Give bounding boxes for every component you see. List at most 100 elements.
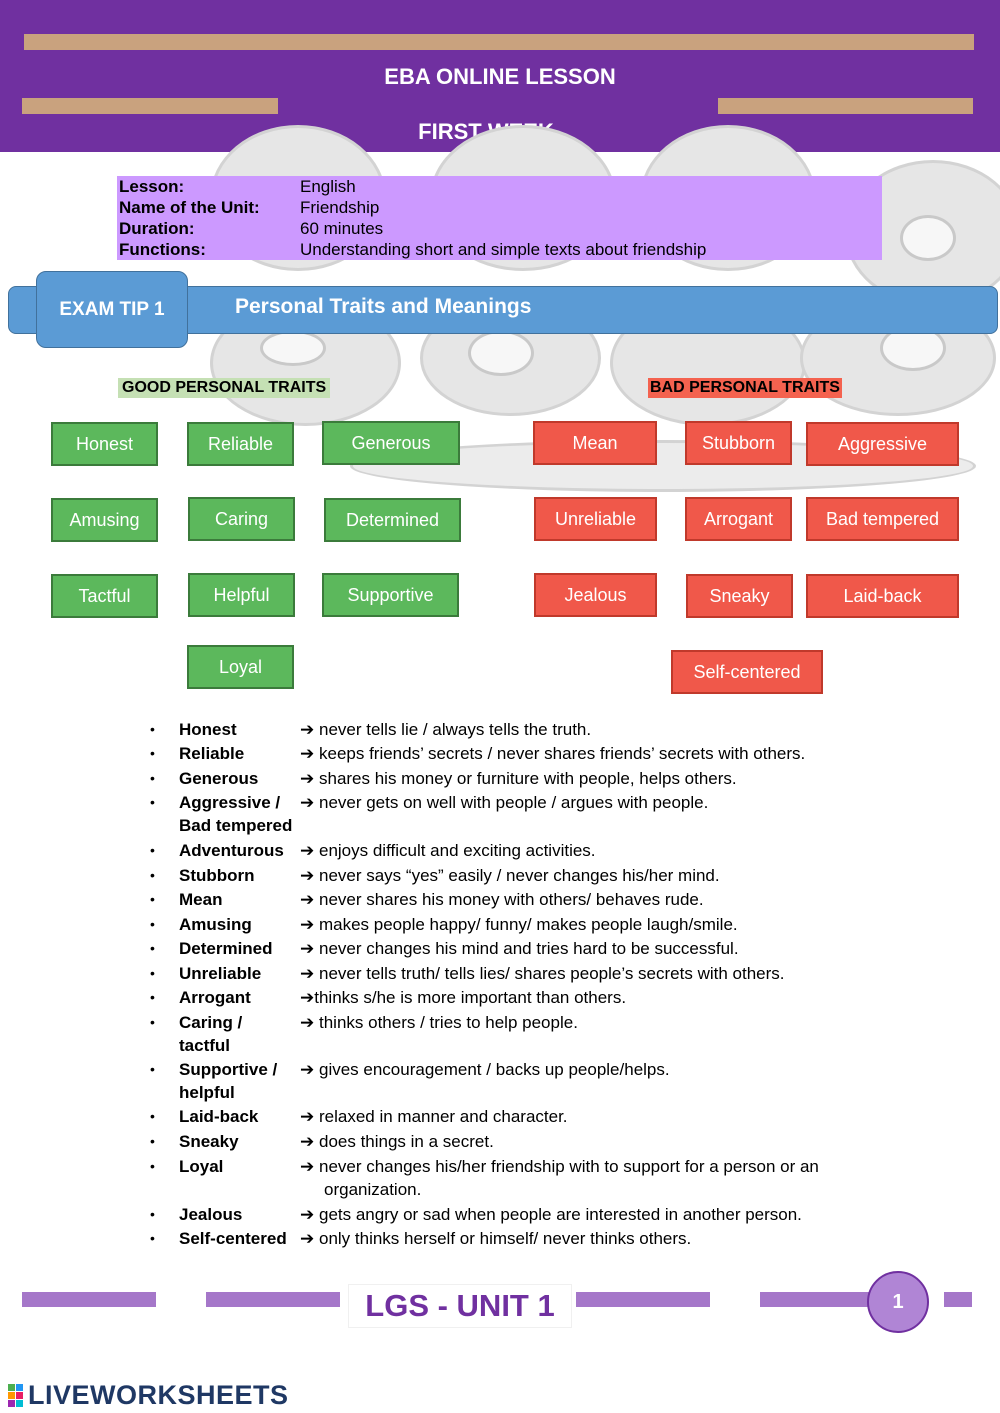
info-label: Name of the Unit: <box>119 198 260 217</box>
definition-term: Unreliable <box>179 964 262 983</box>
good-trait-box: Generous <box>322 421 460 465</box>
bullet: • <box>150 1061 155 1077</box>
bad-trait-box: Unreliable <box>534 497 657 541</box>
definition-body: gives encouragement / backs up people/he… <box>318 1060 670 1079</box>
bullet: • <box>150 794 155 810</box>
arrow-icon: ➔ <box>300 769 315 788</box>
bullet: • <box>150 891 155 907</box>
bad-trait-box: Arrogant <box>685 497 792 541</box>
definition-term-continued: tactful <box>179 1036 230 1055</box>
definition-text: ➔ shares his money or furniture with peo… <box>300 767 860 790</box>
definition-text: ➔ keeps friends’ secrets / never shares … <box>300 742 860 765</box>
definition-text: ➔ does things in a secret. <box>300 1130 860 1153</box>
definition-term: Arrogant <box>179 988 251 1007</box>
good-trait-box: Helpful <box>188 573 295 617</box>
definition-term: Mean <box>179 890 223 909</box>
bullet: • <box>150 989 155 1005</box>
footer-decor-bar <box>576 1292 710 1307</box>
page-number: 1 <box>867 1271 929 1333</box>
definition-body: never gets on well with people / argues … <box>318 793 709 812</box>
bad-traits-heading: BAD PERSONAL TRAITS <box>648 378 842 398</box>
bad-trait-box: Bad tempered <box>806 497 959 541</box>
definition-term: Reliable <box>179 744 245 763</box>
bad-trait-box: Self-centered <box>671 650 823 694</box>
definition-term: Supportive / <box>179 1060 278 1079</box>
definition-body-continued: organization. <box>324 1180 422 1199</box>
definition-term: Generous <box>179 769 259 788</box>
definition-term: Stubborn <box>179 866 255 885</box>
face-eye-icon <box>468 330 534 376</box>
header-decor-bar <box>24 34 974 50</box>
definition-text: ➔ thinks others / tries to help people. <box>300 1011 860 1034</box>
definition-text: ➔ never changes his/her friendship with … <box>300 1155 860 1178</box>
bullet: • <box>150 1230 155 1246</box>
definition-term: Adventurous <box>179 841 284 860</box>
good-trait-box: Tactful <box>51 574 158 618</box>
definition-body: thinks others / tries to help people. <box>318 1013 578 1032</box>
arrow-icon: ➔ <box>300 1107 315 1126</box>
arrow-icon: ➔ <box>300 841 315 860</box>
definition-term: Loyal <box>179 1157 224 1176</box>
arrow-icon: ➔ <box>300 793 315 812</box>
arrow-icon: ➔ <box>300 866 315 885</box>
definition-term: Laid-back <box>179 1107 259 1126</box>
header-decor-bar <box>22 98 278 114</box>
definition-text: ➔ never tells lie / always tells the tru… <box>300 718 860 741</box>
definition-body: never changes his mind and tries hard to… <box>318 939 739 958</box>
bullet: • <box>150 916 155 932</box>
definition-term-continued: helpful <box>179 1083 235 1102</box>
arrow-icon: ➔ <box>300 915 315 934</box>
info-label: Duration: <box>119 219 195 238</box>
face-eye-icon <box>260 330 326 366</box>
bullet: • <box>150 1014 155 1030</box>
definition-text: ➔ enjoys difficult and exciting activiti… <box>300 839 860 862</box>
info-value: Understanding short and simple texts abo… <box>300 240 707 259</box>
definition-text: ➔ never gets on well with people / argue… <box>300 791 860 814</box>
definition-term: Caring / <box>179 1013 243 1032</box>
liveworksheets-logo-icon <box>8 1384 23 1407</box>
definition-term: Jealous <box>179 1205 243 1224</box>
footer-decor-bar <box>22 1292 156 1307</box>
bad-trait-box: Stubborn <box>685 421 792 465</box>
arrow-icon: ➔ <box>300 890 315 909</box>
bullet: • <box>150 1206 155 1222</box>
definition-body: never tells truth/ tells lies/ shares pe… <box>318 964 785 983</box>
good-trait-box: Reliable <box>187 422 294 466</box>
exam-tip-label: EXAM TIP 1 <box>36 271 188 348</box>
bad-trait-box: Aggressive <box>806 422 959 466</box>
good-trait-box: Supportive <box>322 573 459 617</box>
bullet: • <box>150 745 155 761</box>
arrow-icon: ➔ <box>300 939 315 958</box>
definition-text: ➔thinks s/he is more important than othe… <box>300 986 860 1009</box>
face-eye-icon <box>900 215 956 261</box>
definition-text: ➔ never shares his money with others/ be… <box>300 888 860 911</box>
definition-text: ➔ only thinks herself or himself/ never … <box>300 1227 860 1250</box>
definition-term-continued: Bad tempered <box>179 816 293 835</box>
definition-text: ➔ gets angry or sad when people are inte… <box>300 1203 860 1226</box>
footer-decor-bar <box>760 1292 894 1307</box>
definition-text: ➔ never tells truth/ tells lies/ shares … <box>300 962 860 985</box>
arrow-icon: ➔ <box>300 1229 315 1248</box>
definition-body: enjoys difficult and exciting activities… <box>318 841 596 860</box>
info-label: Functions: <box>119 240 206 259</box>
definition-body: thinks s/he is more important than other… <box>314 988 627 1007</box>
lesson-info-box: Lesson: English Name of the Unit: Friend… <box>117 176 882 260</box>
definition-body: relaxed in manner and character. <box>318 1107 568 1126</box>
definition-body: never says “yes” easily / never changes … <box>318 866 720 885</box>
arrow-icon: ➔ <box>300 964 315 983</box>
arrow-icon: ➔ <box>300 988 315 1007</box>
liveworksheets-logo-text: LIVEWORKSHEETS <box>28 1380 289 1410</box>
bad-trait-box: Laid-back <box>806 574 959 618</box>
definition-text: ➔ relaxed in manner and character. <box>300 1105 860 1128</box>
definition-body: gets angry or sad when people are intere… <box>318 1205 802 1224</box>
footer-decor-bar <box>944 1292 972 1307</box>
definition-text: ➔ never says “yes” easily / never change… <box>300 864 860 887</box>
header-title: EBA ONLINE LESSON <box>384 64 616 89</box>
liveworksheets-logo[interactable]: LIVEWORKSHEETS <box>8 1380 289 1411</box>
definition-body: shares his money or furniture with peopl… <box>318 769 737 788</box>
info-value: 60 minutes <box>300 219 384 238</box>
bullet: • <box>150 721 155 737</box>
exam-tip-title: Personal Traits and Meanings <box>235 295 532 318</box>
definition-body: never changes his/her friendship with to… <box>318 1157 819 1176</box>
info-value: Friendship <box>300 198 380 217</box>
